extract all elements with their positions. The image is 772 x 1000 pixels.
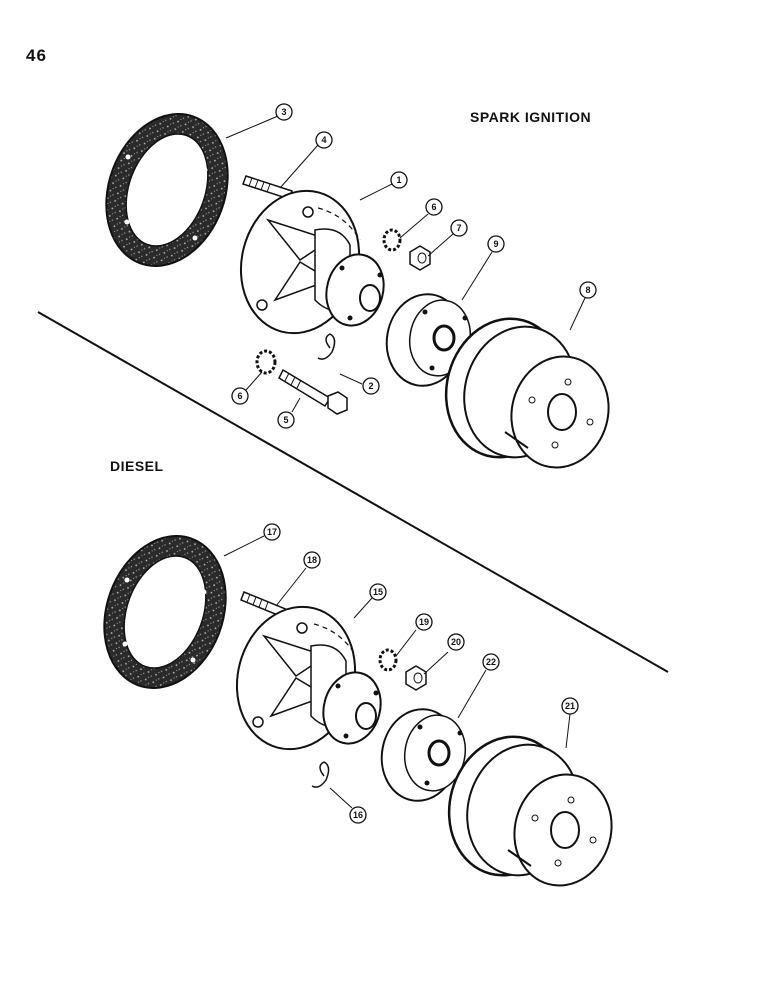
callout-7: 7 <box>450 219 468 237</box>
section-label-spark-ignition: SPARK IGNITION <box>470 109 592 125</box>
svg-text:21: 21 <box>565 701 575 711</box>
gasket-part-3 <box>105 113 229 267</box>
svg-text:22: 22 <box>486 657 496 667</box>
callout-9: 9 <box>487 235 505 253</box>
callout-17: 17 <box>263 523 281 541</box>
diesel-assembly: 17 18 15 19 20 22 21 16 <box>103 523 613 887</box>
svg-text:16: 16 <box>353 810 363 820</box>
hub-part-1 <box>239 189 385 335</box>
section-divider-line <box>37 311 669 673</box>
svg-text:2: 2 <box>368 381 373 391</box>
lock-washer-part-6-lower <box>255 349 277 375</box>
pulley-part-21 <box>447 735 613 887</box>
pin-part-2 <box>317 333 336 360</box>
svg-text:6: 6 <box>237 391 242 401</box>
svg-text:7: 7 <box>456 223 461 233</box>
callout-20: 20 <box>447 633 465 651</box>
nut-part-20 <box>405 665 427 691</box>
callout-16: 16 <box>349 806 367 824</box>
svg-text:3: 3 <box>281 107 286 117</box>
callout-8: 8 <box>579 281 597 299</box>
svg-text:5: 5 <box>283 415 288 425</box>
adapter-part-22 <box>380 708 467 802</box>
svg-text:15: 15 <box>373 587 383 597</box>
pin-part-16 <box>311 761 330 788</box>
pulley-part-8 <box>444 317 610 469</box>
section-label-diesel: DIESEL <box>110 458 164 474</box>
svg-text:20: 20 <box>451 637 461 647</box>
svg-text:19: 19 <box>419 617 429 627</box>
svg-text:17: 17 <box>267 527 277 537</box>
callout-2: 2 <box>362 377 380 395</box>
svg-text:8: 8 <box>585 285 590 295</box>
callout-4: 4 <box>315 131 333 149</box>
spark-ignition-assembly: 3 4 1 6 7 9 8 2 6 5 <box>105 103 610 469</box>
callout-6-lower: 6 <box>231 387 249 405</box>
lock-washer-part-6 <box>382 228 402 252</box>
bolt-part-5 <box>278 368 348 415</box>
lock-washer-part-19 <box>378 648 398 672</box>
callout-3: 3 <box>275 103 293 121</box>
svg-text:1: 1 <box>396 175 401 185</box>
callout-6: 6 <box>425 198 443 216</box>
callout-21: 21 <box>561 697 579 715</box>
nut-part-7 <box>409 245 431 271</box>
callout-15: 15 <box>369 583 387 601</box>
callout-18: 18 <box>303 551 321 569</box>
gasket-part-17 <box>103 535 227 689</box>
svg-text:9: 9 <box>493 239 498 249</box>
callout-19: 19 <box>415 613 433 631</box>
callout-5: 5 <box>277 411 295 429</box>
page-number: 46 <box>26 46 47 65</box>
svg-text:4: 4 <box>321 135 326 145</box>
callout-1: 1 <box>390 171 408 189</box>
hub-part-15 <box>235 605 382 751</box>
svg-text:18: 18 <box>307 555 317 565</box>
svg-text:6: 6 <box>431 202 436 212</box>
callout-22: 22 <box>482 653 500 671</box>
